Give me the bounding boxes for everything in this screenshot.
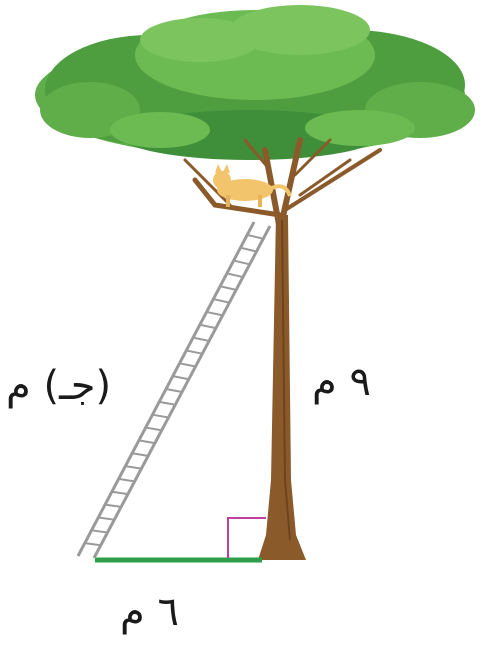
cat-icon [213, 164, 292, 207]
tree-height-label: ٩ م [312, 359, 371, 405]
ladder-rung [84, 542, 101, 547]
ladder-rung [159, 400, 176, 406]
ladder-length-label: (جـ) م [6, 363, 112, 409]
ladder-rung [192, 336, 210, 342]
ladder-rung [165, 388, 183, 393]
ladder-rung [104, 503, 122, 508]
ladder-rung [91, 529, 108, 534]
right-angle-marker [227, 517, 266, 558]
ladder-rung [98, 516, 115, 521]
ladder-rung [138, 439, 156, 445]
ladder-rung [125, 465, 142, 470]
ladder-rung [199, 323, 217, 330]
ladder-rung [131, 452, 149, 457]
ladder-rung [206, 310, 223, 317]
ladder-rung [240, 246, 257, 253]
ladder-rung [145, 426, 162, 432]
ladder-rung [118, 477, 135, 483]
ladder-icon [76, 221, 272, 559]
ladder-rung [213, 298, 230, 304]
ladder-rung [186, 349, 203, 355]
ladder-rung [179, 362, 196, 368]
ladder-rung [219, 285, 237, 291]
ground-distance-label: ٦ م [120, 589, 179, 635]
ladder-rung [226, 272, 244, 279]
ladder-rung [233, 259, 250, 266]
ladder-rung [152, 413, 169, 419]
tree-trunk [258, 215, 306, 560]
ladder-rung [111, 490, 128, 496]
ladder-rung [172, 375, 189, 381]
ladder-rung [246, 233, 264, 240]
tree-canopy [35, 5, 475, 160]
